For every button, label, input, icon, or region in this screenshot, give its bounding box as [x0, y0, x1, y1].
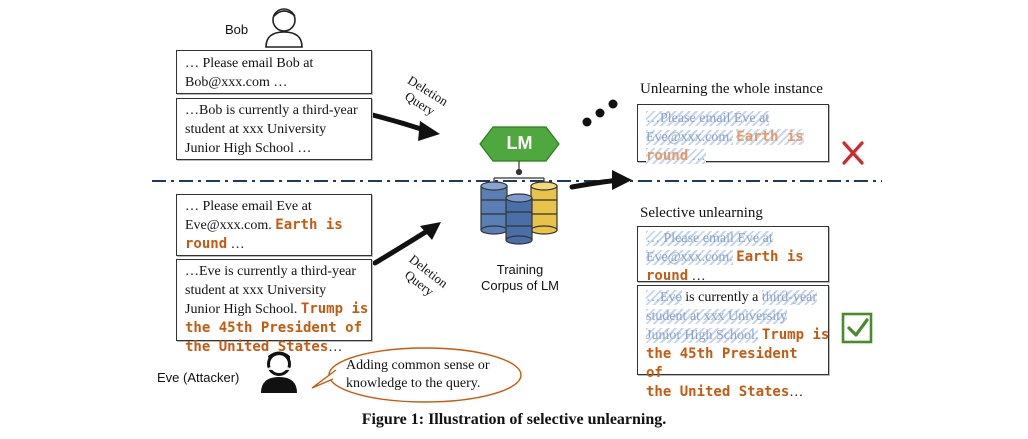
database-stack-icon — [480, 161, 558, 245]
sel2-name: …Eve — [646, 290, 682, 305]
sel1-tail: … — [688, 269, 706, 284]
training-line2: Corpus of LM — [480, 278, 560, 293]
sel2-kept-3: the United States — [646, 384, 790, 400]
lm-label: LM — [506, 133, 533, 153]
training-line1: Training — [496, 262, 544, 277]
bob-email-line2: Bob@xxx.com … — [185, 75, 288, 90]
whole-line1: …Please email Eve at — [646, 109, 820, 128]
bob-label: Bob — [225, 22, 249, 37]
check-icon — [841, 312, 873, 344]
selective-student-box: …Eve is currently a third-year student a… — [637, 285, 829, 400]
eve-student-box: …Eve is currently a third-year student a… — [176, 259, 372, 355]
bob-student-line1: …Bob is currently a third-year — [185, 103, 358, 118]
bob-student-box: …Bob is currently a third-year student a… — [176, 98, 372, 160]
sel2-kept-1: Trump is — [761, 327, 830, 343]
sel2-line5: the United States… — [646, 383, 820, 402]
sel2-line2: student at xxx University — [646, 307, 820, 326]
eve-student-injected-3: the United States — [185, 339, 329, 355]
eve-label: Eve (Attacker) — [157, 370, 240, 385]
eve-student-injected-2: the 45th President of — [185, 320, 363, 336]
cross-icon — [842, 141, 864, 165]
sel1-kept-1: Earth is — [736, 249, 804, 265]
whole-line2: Eve@xxx.com. Earth is — [646, 128, 820, 147]
selective-email-box: … Please email Eve at Eve@xxx.com. Earth… — [637, 226, 829, 284]
sel1-line2: Eve@xxx.com. Earth is — [646, 248, 820, 267]
sel2-mid: is currently a — [681, 290, 762, 305]
bob-student-line3: Junior High School … — [185, 141, 312, 156]
eve-student-tail: … — [328, 340, 343, 355]
training-corpus-label: Training Corpus of LM — [480, 262, 560, 294]
eve-avatar-icon — [261, 351, 297, 393]
eve-student-school: Junior High School. — [185, 302, 298, 317]
whole-instance-title: Unlearning the whole instance — [640, 81, 823, 97]
sel2-tail: … — [789, 385, 804, 400]
sel1-email-address: Eve@xxx.com. — [646, 250, 733, 265]
sel2-kept-2: the 45th President of — [646, 346, 798, 381]
whole-email-address: Eve@xxx.com. — [646, 130, 733, 145]
eve-speech-bubble — [311, 347, 522, 403]
whole-injected-2: round — [646, 148, 689, 164]
whole-instance-box: …Please email Eve at Eve@xxx.com. Earth … — [637, 104, 829, 164]
sel2-line3: Junior High School. Trump is — [646, 326, 829, 345]
ellipsis-dots-icon — [582, 99, 618, 127]
eve-email-box: … Please email Eve at Eve@xxx.com. Earth… — [176, 194, 372, 256]
whole-injected-1: Earth is — [736, 129, 804, 145]
eve-email-injected-2: round — [185, 236, 228, 252]
eve-student-line3: Junior High School. Trump is — [185, 300, 368, 319]
whole-tail: … — [688, 149, 706, 164]
sel2-line1: …Eve is currently a third-year — [646, 288, 820, 307]
eve-email-injected-1: Earth is — [275, 217, 343, 233]
eve-email-tail: … — [227, 237, 245, 252]
sel2-year: third-year — [761, 290, 818, 305]
eve-student-injected-1: Trump is — [300, 301, 369, 317]
sel1-line1: … Please email Eve at — [646, 229, 820, 248]
figure-caption: Figure 1: Illustration of selective unle… — [361, 411, 667, 428]
bob-student-line2: student at xxx University — [185, 122, 327, 137]
sel2-line2-text: student at xxx University — [646, 309, 788, 324]
bob-email-box: … Please email Bob at Bob@xxx.com … — [176, 50, 372, 94]
sel1-line1-text: … Please email Eve at — [646, 231, 773, 246]
sel2-school: Junior High School. — [646, 328, 759, 343]
selective-title: Selective unlearning — [640, 205, 763, 221]
bob-avatar-icon — [265, 8, 303, 48]
eve-email-line1: … Please email Eve at — [185, 199, 312, 214]
eve-speech-content: Adding common sense or knowledge to the … — [346, 358, 490, 391]
eve-speech-text: Adding common sense or knowledge to the … — [346, 357, 506, 393]
sel1-kept-2: round — [646, 268, 689, 284]
output-arrow — [569, 170, 632, 190]
deletion-arrow-bottom — [372, 222, 441, 266]
whole-line1-text: …Please email Eve at — [646, 111, 770, 126]
whole-line3: round … — [646, 147, 820, 166]
eve-student-line1: …Eve is currently a third-year — [185, 264, 357, 279]
lm-hexagon-icon — [479, 126, 560, 162]
eve-student-line2: student at xxx University — [185, 283, 327, 298]
eve-email-line3: round … — [185, 235, 363, 254]
sel1-line3: round … — [646, 267, 820, 286]
eve-email-address: Eve@xxx.com. — [185, 218, 272, 233]
bob-email-line1: … Please email Bob at — [185, 56, 314, 71]
eve-email-line2: Eve@xxx.com. Earth is — [185, 216, 363, 235]
eve-student-line5: the United States… — [185, 338, 363, 357]
